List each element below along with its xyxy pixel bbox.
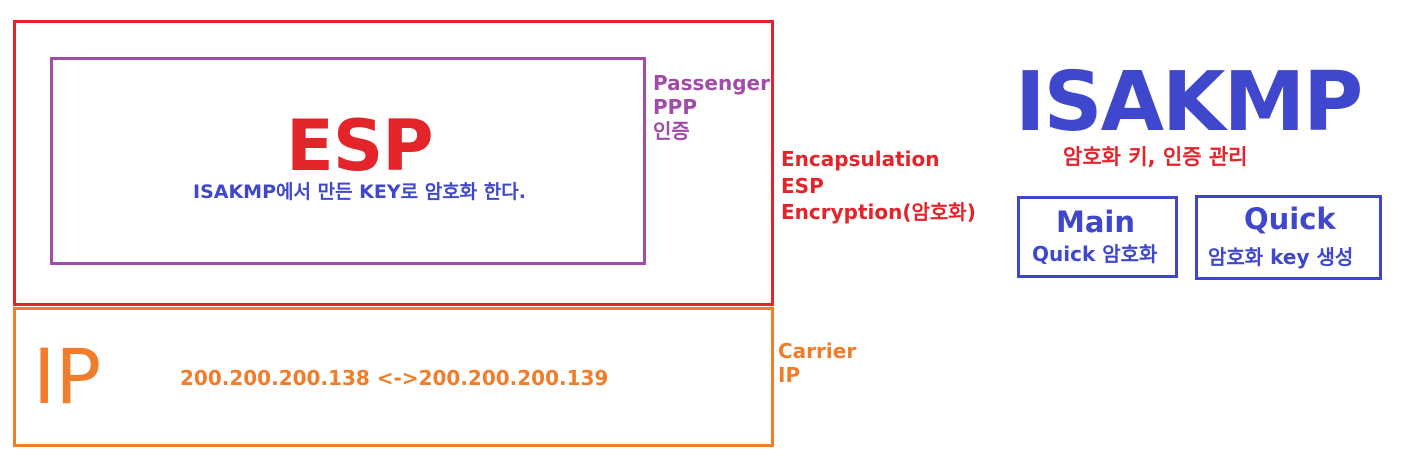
carrier-ip-label: IP (778, 363, 801, 387)
auth-label: 인증 (653, 119, 690, 143)
passenger-label: Passenger (653, 71, 770, 95)
isakmp-subtitle: 암호화 키, 인증 관리 (1063, 145, 1248, 169)
main-mode-desc: Quick 암호화 (1032, 242, 1158, 266)
isakmp-title: ISAKMP (1015, 55, 1363, 150)
ip-frame (13, 307, 774, 447)
main-mode-box (1017, 196, 1178, 278)
ip-address-pair: 200.200.200.138 <->200.200.200.139 (180, 366, 609, 390)
encapsulation-label: Encapsulation (781, 147, 940, 171)
esp-note: ISAKMP에서 만든 KEY로 암호화 한다. (193, 181, 526, 203)
carrier-label: Carrier (778, 339, 857, 363)
esp-frame (13, 20, 774, 306)
encryption-label: Encryption(암호화) (781, 200, 976, 224)
quick-mode-title: Quick (1244, 202, 1336, 236)
main-mode-title: Main (1056, 205, 1136, 239)
esp-title: ESP (286, 105, 434, 187)
quick-mode-box (1195, 195, 1382, 280)
passenger-frame (50, 57, 646, 265)
quick-mode-desc: 암호화 key 생성 (1208, 245, 1354, 269)
ip-title: IP (33, 332, 102, 421)
encapsulation-esp-label: ESP (781, 174, 824, 198)
ppp-label: PPP (653, 95, 697, 119)
